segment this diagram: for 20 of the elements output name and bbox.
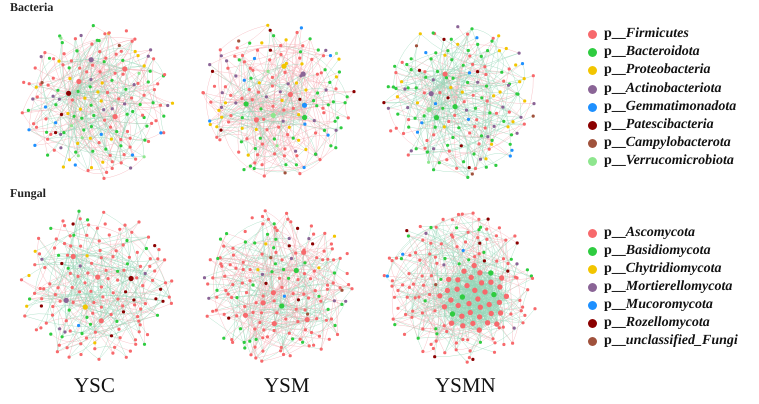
network-label: YSM	[264, 373, 310, 398]
legend-label: p__unclassified_Fungi	[604, 333, 738, 349]
legend-label: p__Basidiomycota	[604, 243, 711, 259]
legend-label: p__Mucoromycota	[604, 297, 713, 313]
legend-label: p__Actinobacteriota	[604, 81, 722, 97]
panel-heading: Bacteria	[10, 1, 54, 15]
panel-heading: Fungal	[10, 187, 46, 201]
network-label: YSC	[74, 373, 115, 398]
legend-label: p__Chytridiomycota	[604, 261, 722, 277]
legend-label: p__Gemmatimonadota	[604, 99, 736, 115]
network-label: YSMN	[435, 373, 496, 398]
legend-label: p__Verrucomicrobiota	[604, 153, 734, 169]
legend-label: p__Campylobacterota	[604, 135, 731, 151]
legend-label: p__Mortierellomycota	[604, 279, 732, 295]
legend-label: p__Patescibacteria	[604, 117, 714, 133]
legend-label: p__Bacteroidota	[604, 44, 700, 60]
legend-label: p__Rozellomycota	[604, 315, 710, 331]
legend-label: p__Firmicutes	[604, 26, 689, 42]
legend-label: p__Proteobacteria	[604, 62, 711, 78]
legend-label: p__Ascomycota	[604, 225, 696, 241]
